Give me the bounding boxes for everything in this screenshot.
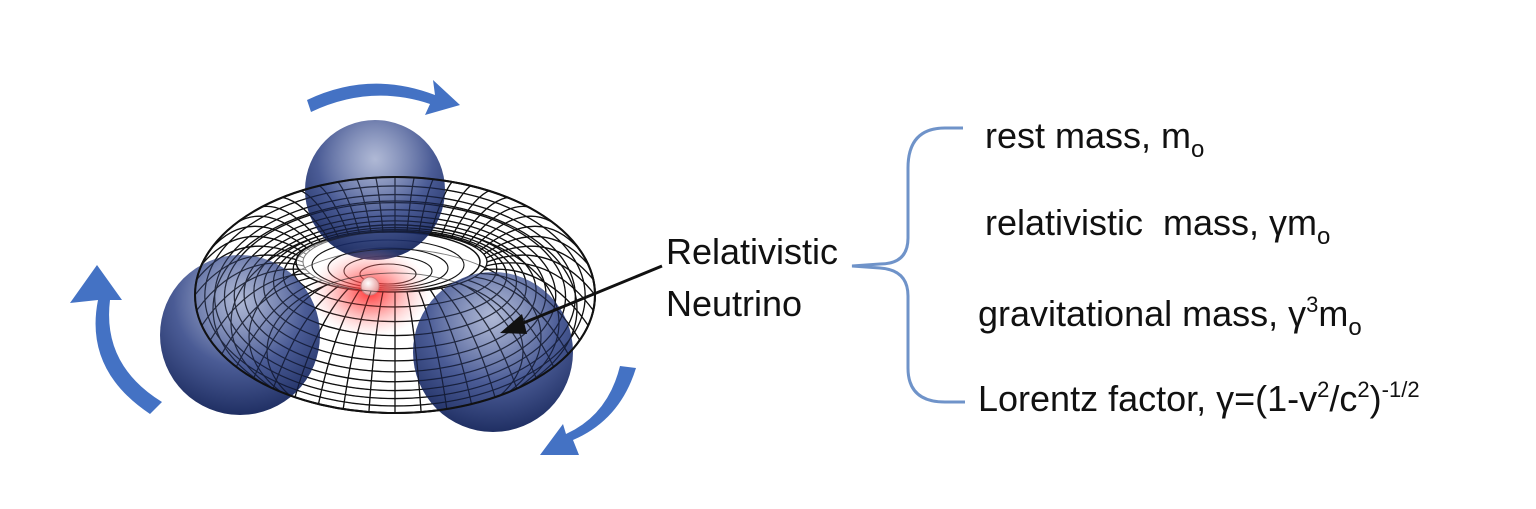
rotation-arrow-icon [540,366,636,455]
pointer-arrow-icon [500,264,663,334]
core-dot [360,276,380,296]
curly-brace [851,126,965,404]
label-line-2: Neutrino [666,283,803,324]
relativistic-mass-label: relativistic mass, γmo [985,202,1331,250]
neutrino-sphere-right [413,272,573,432]
rotation-arrow-icon [307,80,460,115]
label-line-1: Relativistic [666,231,839,272]
rest-mass-label: rest mass, mo [985,115,1205,163]
relativistic-neutrino-label: Relativistic Neutrino [666,226,838,330]
rotation-arrow-icon [70,265,162,414]
lorentz-factor-label: Lorentz factor, γ=(1-v2/c2)-1/2 [978,377,1420,419]
gravitational-mass-label: gravitational mass, γ3mo [978,292,1362,341]
